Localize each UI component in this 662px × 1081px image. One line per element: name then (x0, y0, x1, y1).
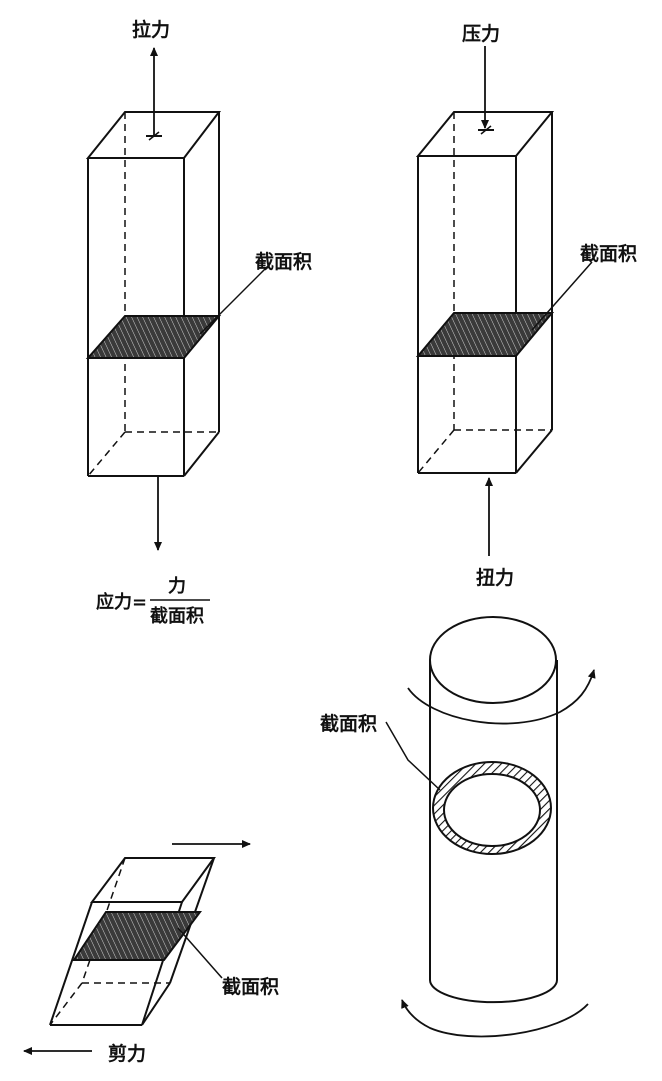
compression-cross-section (415, 312, 555, 357)
shear-block (49, 857, 223, 1026)
torsion-leader-line (385, 721, 441, 791)
torsion-section-label: 截面积 (320, 712, 377, 735)
tension-block (85, 111, 269, 477)
formula-denominator: 截面积 (150, 605, 204, 627)
compression-leader-line (531, 261, 593, 331)
torsion-label: 扭力 (476, 566, 514, 589)
torsion-arrow-top (407, 669, 596, 725)
tension-label: 拉力 (132, 18, 170, 41)
shear-section-label: 截面积 (222, 975, 279, 998)
tension-cross-section (85, 315, 222, 359)
cylinder-top-ellipse (429, 616, 557, 704)
formula-lhs: 应力= (96, 591, 147, 613)
tension-leader-line (199, 265, 269, 335)
torsion-ring-inner (443, 773, 541, 847)
compression-section-label: 截面积 (580, 242, 637, 265)
torsion-cylinder (385, 616, 558, 1004)
torsion-arrow-bottom (401, 999, 589, 1038)
tension-section-label: 截面积 (255, 250, 312, 273)
shear-label: 剪力 (108, 1042, 146, 1065)
shear-cross-section (72, 911, 202, 961)
tension-hidden-edges (87, 112, 219, 477)
cylinder-bottom-arc (429, 979, 558, 1004)
formula-numerator: 力 (168, 576, 186, 597)
shear-leader-line (177, 927, 223, 979)
compression-hidden-edges (417, 112, 552, 474)
shear-top-face (90, 857, 216, 903)
compression-block (415, 111, 593, 474)
stress-formula: 应力= 力 截面积 (96, 576, 210, 627)
compression-label: 压力 (462, 22, 500, 45)
